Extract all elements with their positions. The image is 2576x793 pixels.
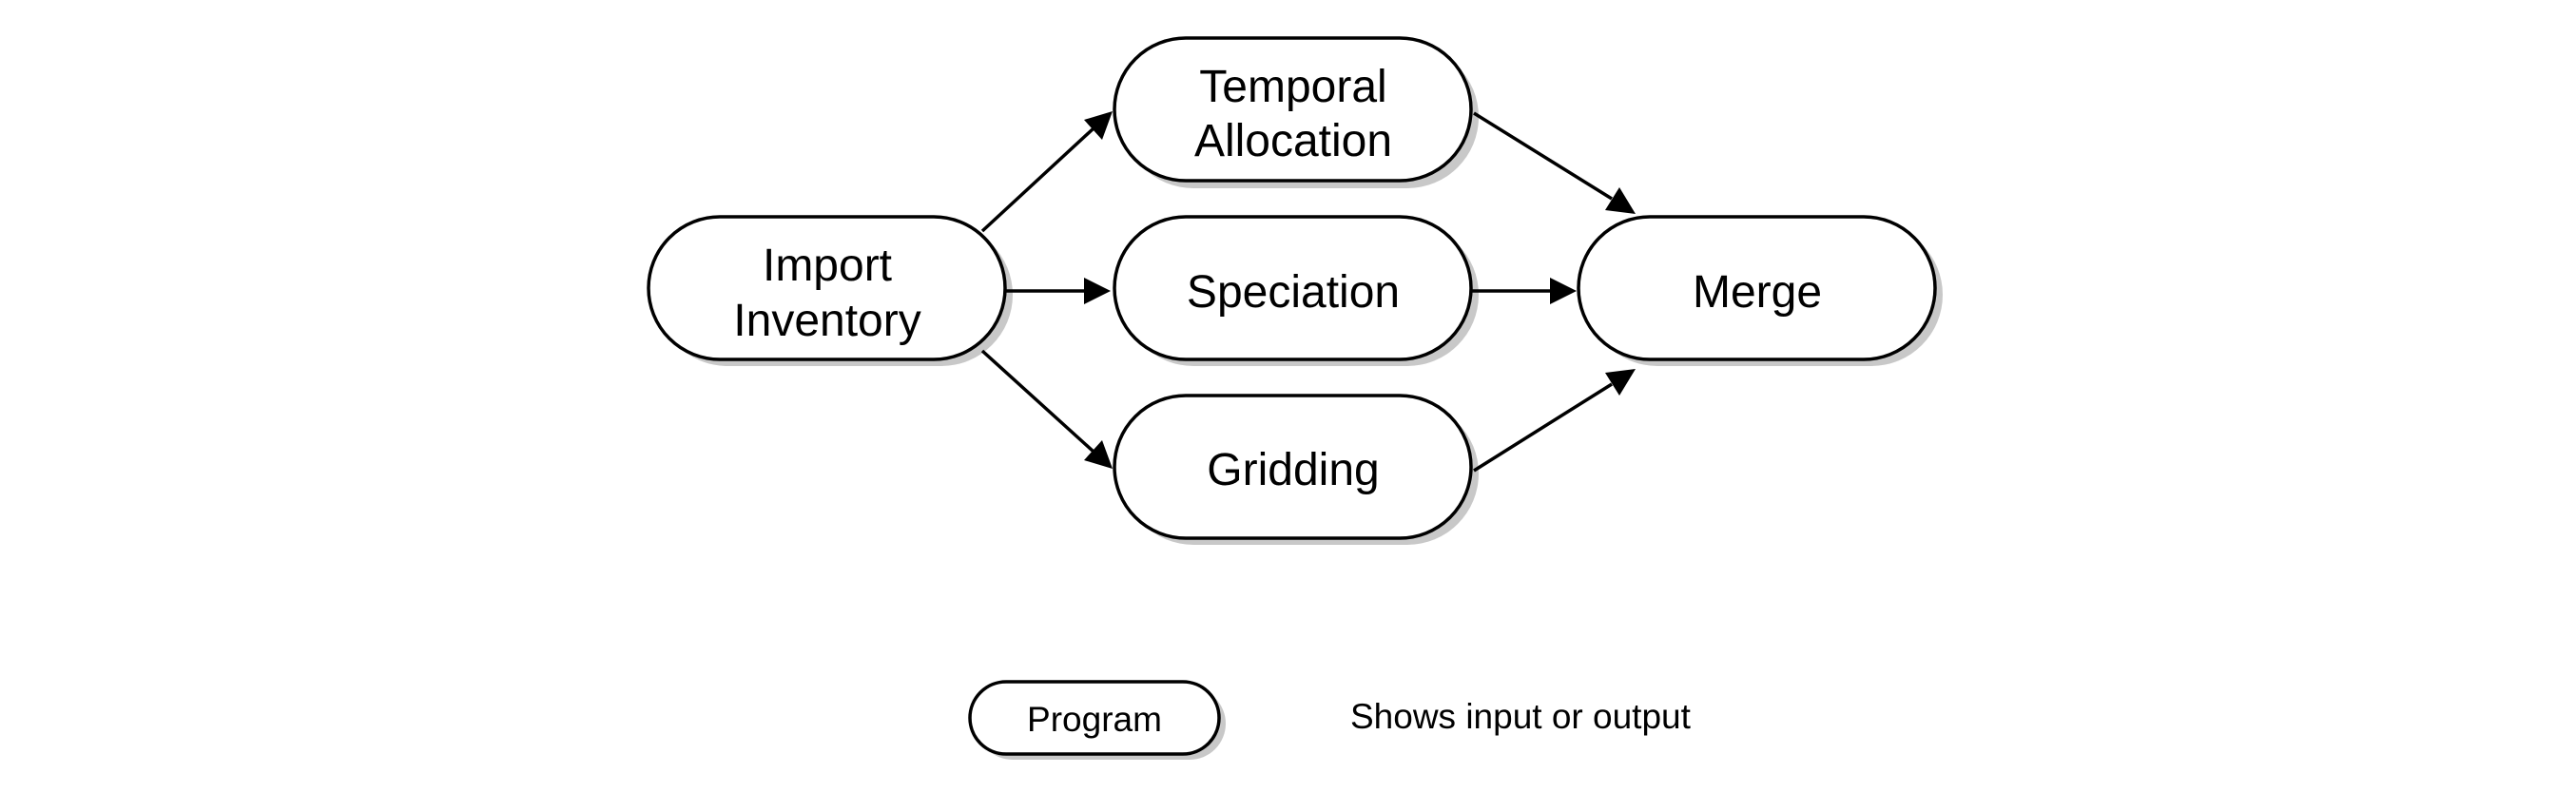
node-import-inventory: Import Inventory (647, 215, 1007, 361)
edge-import-to-temporal (980, 111, 1113, 233)
edge-temporal-to-merge (1473, 111, 1636, 214)
edge-gridding-to-merge (1473, 369, 1636, 473)
legend-program-label: Program (1027, 700, 1162, 739)
edges (980, 111, 1636, 473)
node-gridding-label: Gridding (1207, 445, 1379, 495)
edge-import-to-gridding (980, 349, 1113, 469)
legend-program-key: Program (968, 680, 1221, 756)
node-speciation: Speciation (1113, 215, 1473, 361)
node-speciation-label: Speciation (1187, 267, 1400, 318)
node-merge: Merge (1577, 215, 1937, 361)
node-import-inventory-line1: Import (763, 241, 892, 291)
node-merge-label: Merge (1693, 267, 1822, 318)
node-import-inventory-line2: Inventory (733, 296, 920, 346)
node-temporal-allocation-line2: Allocation (1194, 116, 1392, 166)
edge-speciation-to-merge (1467, 278, 1577, 304)
node-temporal-allocation: Temporal Allocation (1113, 36, 1473, 183)
edge-import-to-speciation (1001, 278, 1111, 304)
node-gridding: Gridding (1113, 394, 1473, 540)
legend-io-label: Shows input or output (1350, 697, 1692, 736)
node-temporal-allocation-line1: Temporal (1199, 62, 1386, 112)
legend: Program Shows input or output (968, 680, 1692, 756)
